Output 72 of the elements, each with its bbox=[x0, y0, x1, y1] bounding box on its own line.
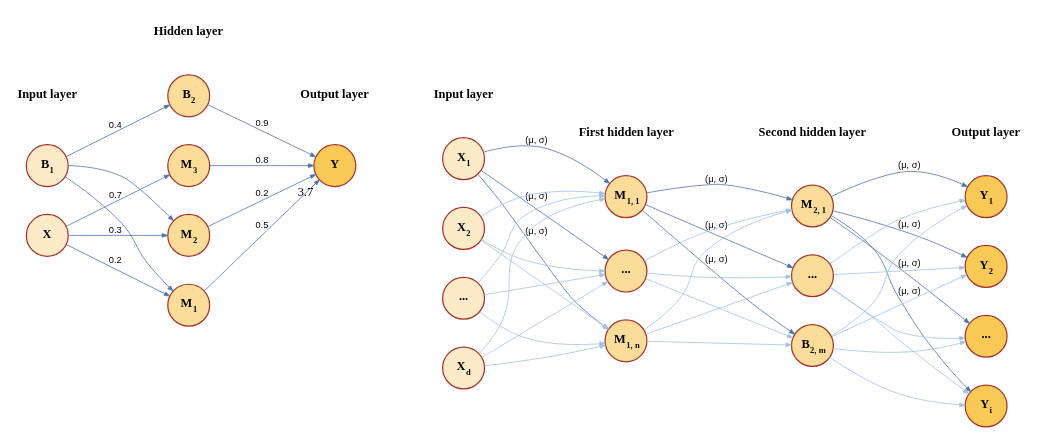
arrow bbox=[646, 340, 792, 348]
node-circle: X$_{2}$ bbox=[442, 206, 486, 250]
arrow bbox=[480, 190, 606, 217]
arrow bbox=[830, 215, 972, 393]
arrow bbox=[65, 104, 171, 157]
arrow bbox=[477, 173, 609, 330]
arrow bbox=[484, 273, 606, 296]
arrow bbox=[829, 286, 970, 395]
edge-label: 0.2 bbox=[255, 187, 269, 198]
node-circle: Y$_{2}$ bbox=[964, 244, 1008, 288]
arrow bbox=[65, 174, 171, 227]
arrow bbox=[65, 244, 171, 297]
arrow bbox=[646, 183, 793, 201]
edge-label: (μ, σ) bbox=[525, 134, 548, 145]
arrow bbox=[480, 239, 609, 330]
edge-label: (μ, σ) bbox=[525, 190, 548, 201]
arrow bbox=[832, 340, 967, 353]
arrow bbox=[68, 165, 174, 222]
arrow bbox=[831, 171, 968, 197]
arrow bbox=[830, 205, 968, 337]
arrow bbox=[481, 239, 606, 274]
arrow bbox=[207, 174, 317, 227]
arrow bbox=[477, 193, 606, 284]
edge-label: (μ, σ) bbox=[898, 219, 921, 230]
edge-label: 0.8 bbox=[255, 154, 269, 165]
arrow bbox=[829, 287, 966, 341]
node-circle: X$_{1}$ bbox=[442, 137, 486, 181]
arrow bbox=[64, 176, 174, 292]
edge-label: (μ, σ) bbox=[898, 286, 921, 297]
edge-label: 0.3 bbox=[108, 224, 122, 235]
edge-label: 0.5 bbox=[255, 220, 269, 231]
arrow bbox=[207, 104, 317, 158]
node-circle: ... bbox=[442, 276, 486, 320]
arrow bbox=[829, 217, 970, 324]
arrow bbox=[68, 233, 168, 238]
arrow bbox=[481, 281, 609, 358]
node-circle: ... bbox=[790, 254, 834, 298]
node-circle: X bbox=[25, 213, 69, 257]
edge-label: 0.9 bbox=[255, 117, 269, 128]
arrow bbox=[203, 179, 320, 292]
arrow bbox=[209, 163, 315, 168]
node-circle: B$_{2}$ bbox=[167, 74, 211, 118]
arrow bbox=[829, 357, 966, 408]
arrow bbox=[480, 170, 609, 260]
arrow bbox=[479, 311, 606, 347]
arrow bbox=[484, 344, 606, 367]
node-circle: M$_{2, 1}$ bbox=[790, 184, 834, 228]
edge-label: 0.2 bbox=[108, 255, 122, 265]
arrow bbox=[478, 197, 606, 354]
edge-label: (μ, σ) bbox=[898, 258, 921, 269]
edge-label: 0.7 bbox=[109, 189, 122, 200]
label: First hidden layer bbox=[578, 125, 674, 140]
label: Input layer bbox=[17, 87, 77, 102]
label: Output layer bbox=[951, 125, 1021, 140]
node-circle: X$_{d}$ bbox=[442, 346, 486, 390]
edge-label: 0.4 bbox=[108, 120, 122, 131]
label: Output layer bbox=[300, 87, 369, 102]
node-circle: Y$_{1}$ bbox=[964, 175, 1008, 219]
node-label: 3.7 bbox=[297, 185, 314, 200]
edge-label: (μ, σ) bbox=[898, 160, 921, 171]
node-circle: B$_{1}$ bbox=[25, 144, 69, 188]
node-circle: M$_{3}$ bbox=[167, 144, 211, 188]
edge-label: (μ, σ) bbox=[705, 173, 728, 184]
label: Hidden layer bbox=[153, 24, 224, 39]
arrow bbox=[483, 145, 611, 184]
label: Input layer bbox=[433, 87, 494, 102]
arrow bbox=[832, 210, 968, 258]
arrow bbox=[829, 198, 966, 265]
arrow bbox=[833, 265, 966, 275]
arrow bbox=[831, 274, 967, 338]
edge-label: (μ, σ) bbox=[525, 226, 548, 237]
label: Second hidden layer bbox=[758, 125, 866, 140]
